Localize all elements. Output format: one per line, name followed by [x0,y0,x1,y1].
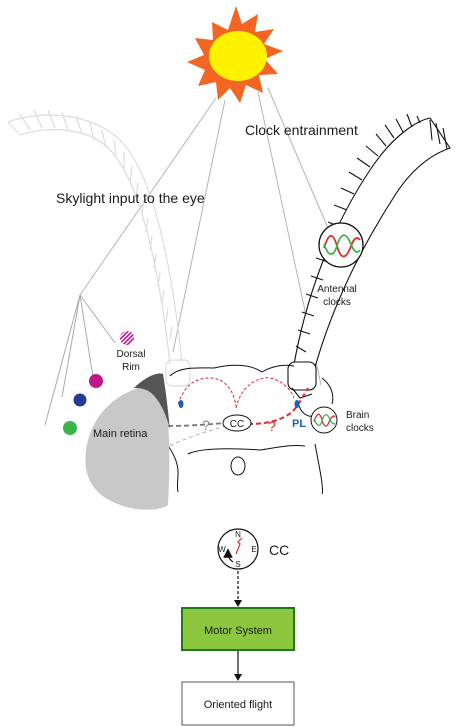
compass-arrowhead [234,600,242,607]
pl-label: PL [292,418,306,430]
compass-n: N [235,530,241,539]
compass-s: S [235,560,240,569]
left-antenna [7,109,191,387]
blue-receptor [73,393,87,407]
clock-wave-icon [318,222,364,268]
clock-entrainment-label: Clock entrainment [245,122,358,138]
question-right: ? [268,418,276,434]
skylight-input-label: Skylight input to the eye [56,190,205,206]
brain-clocks-icon [310,406,338,434]
dorsal-rim-label-1: Dorsal [117,349,146,360]
compass-icon: N E S W [217,528,259,570]
right-pl-marker [294,400,300,408]
antennal-clocks-label-1: Antennal [317,284,356,295]
dorsal-rim-receptor [120,331,134,345]
motor-system-label: Motor System [204,625,272,637]
brain-clocks-label-2: clocks [346,423,374,434]
skylight-lines [44,294,116,426]
question-left: ? [202,417,210,433]
main-retina: Main retina [85,373,170,510]
compass-cc-label: CC [269,542,289,558]
dorsal-rim-label-2: Rim [122,362,140,373]
brain-outline [166,364,334,495]
green-receptor [63,421,77,435]
motor-system-box [181,607,295,651]
antennal-clocks-label-2: clocks [323,297,351,308]
compass-e: E [251,545,256,554]
oriented-flight-box [181,681,295,726]
brain-clocks-label-1: Brain [346,410,369,421]
cc-center-label: CC [230,419,244,430]
central-complex: CC [222,414,252,432]
motor-arrowhead [234,674,242,681]
compass-w: W [218,545,226,554]
main-retina-label: Main retina [93,428,148,440]
oriented-flight-label: Oriented flight [204,699,272,711]
sun-icon [187,6,283,103]
antenna-icon [287,113,451,399]
magenta-receptor [89,374,103,388]
left-pl-marker [178,400,184,408]
